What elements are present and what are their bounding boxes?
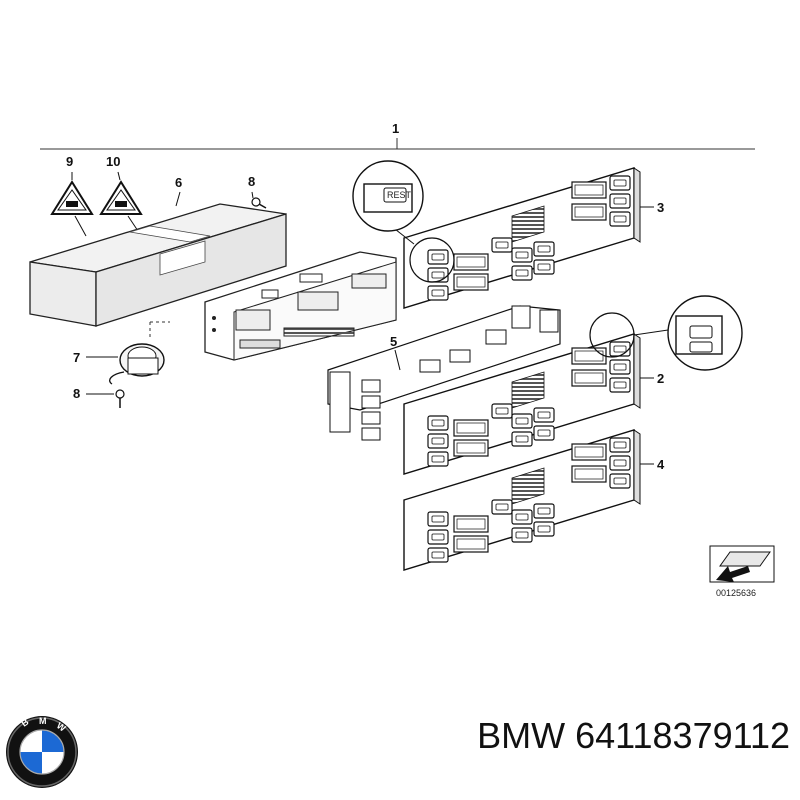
callout-4: 4: [657, 457, 665, 472]
callout-10: 10: [106, 154, 120, 169]
screw-top: [251, 191, 267, 209]
button-subassembly: [327, 305, 561, 441]
callout-6: 6: [175, 175, 182, 190]
control-panel-3: [404, 168, 640, 308]
warning-triangle-icon: [99, 180, 143, 215]
callout-5: 5: [390, 334, 397, 349]
callout-1: 1: [392, 121, 399, 136]
warning-triangle-icon: [50, 180, 94, 215]
part-number-label: BMW 64118379112: [477, 715, 790, 756]
circuit-board: [204, 251, 397, 361]
bmw-logo-icon: B M W: [6, 716, 78, 788]
callout-8-top: 8: [248, 174, 255, 189]
main-bracket: [40, 138, 755, 150]
housing: [29, 203, 287, 327]
screw-bottom: [86, 389, 125, 408]
callout-8-bottom: 8: [73, 386, 80, 401]
svg-text:M: M: [39, 716, 47, 726]
detail-zoom-circle-right: [589, 295, 743, 371]
diagram-reference-number: 00125636: [716, 588, 756, 598]
svg-text:B: B: [19, 716, 30, 728]
rest-button-text: REST: [387, 190, 412, 200]
actuator-motor: [109, 321, 170, 385]
arrow-icon: [716, 566, 750, 582]
callout-9: 9: [66, 154, 73, 169]
callout-3: 3: [657, 200, 664, 215]
callout-7: 7: [73, 350, 80, 365]
reference-box: [709, 545, 775, 583]
callout-2: 2: [657, 371, 664, 386]
detail-zoom-circle-top: REST: [352, 160, 455, 283]
